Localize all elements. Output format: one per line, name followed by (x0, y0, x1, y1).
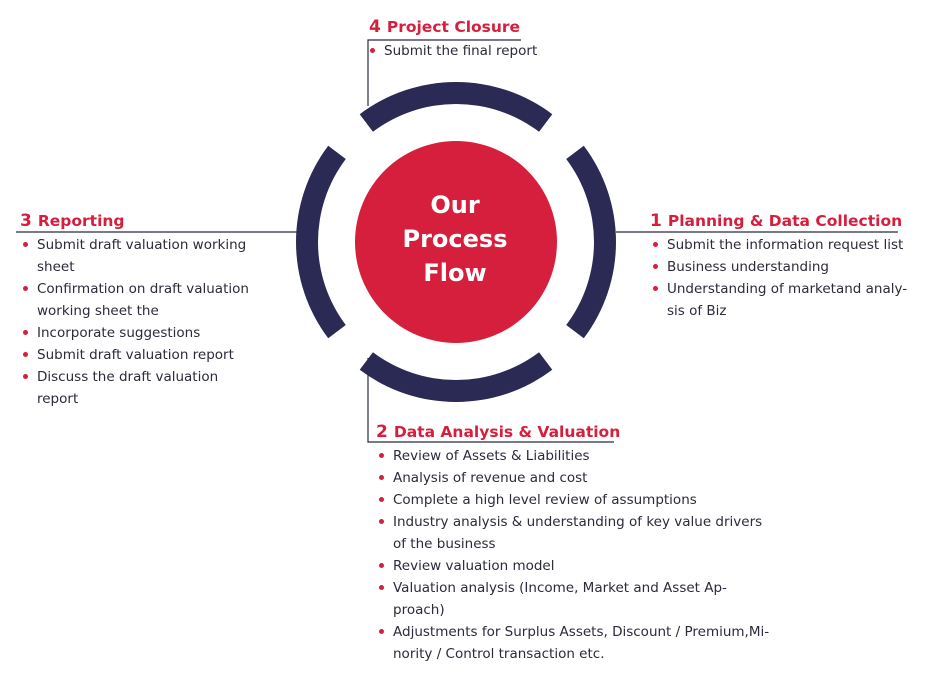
list-item: proach) (393, 602, 445, 618)
ring-segment-right (566, 145, 616, 339)
section-analysis: 2 Data Analysis & Valuation Review of Ass… (376, 422, 769, 665)
center-title-line2: Process (402, 225, 508, 253)
center-title-line1: Our (430, 191, 480, 219)
connector-analysis (367, 358, 614, 443)
list-item: Submit the final report (367, 40, 537, 62)
list-item: Business understanding (650, 256, 907, 278)
list-item: Confirmation on draft valuation (20, 278, 249, 300)
section-analysis-number: 2 (376, 422, 388, 442)
section-closure: 4 Project Closure Submit the final report (369, 17, 537, 62)
ring-segment-left (296, 145, 346, 339)
list-item: of the business (393, 536, 496, 552)
list-item: Submit draft valuation working (20, 234, 249, 256)
list-item: working sheet the (37, 303, 159, 319)
section-planning: 1 Planning & Data Collection Submit the i… (650, 211, 907, 322)
section-closure-heading: Project Closure (386, 18, 521, 36)
section-closure-list: Submit the final report (367, 40, 537, 62)
center-title-line3: Flow (423, 259, 487, 287)
section-reporting-heading: Reporting (37, 212, 125, 230)
section-closure-title: 4 Project Closure (369, 17, 537, 37)
list-item: Valuation analysis (Income, Market and A… (376, 577, 769, 599)
section-analysis-heading: Data Analysis & Valuation (393, 423, 621, 441)
section-reporting: 3 Reporting Submit draft valuation workin… (20, 211, 249, 410)
list-item: Analysis of revenue and cost (376, 467, 769, 489)
section-planning-heading: Planning & Data Collection (667, 212, 903, 230)
list-item: sheet (37, 259, 75, 275)
section-planning-number: 1 (650, 211, 662, 231)
ring-segment-top (359, 81, 553, 132)
ring-segments (296, 81, 616, 402)
list-item: Discuss the draft valuation (20, 366, 249, 388)
section-reporting-title: 3 Reporting (20, 211, 249, 231)
ring-segment-bottom (359, 352, 553, 402)
list-item: Incorporate suggestions (20, 322, 249, 344)
list-item: Review of Assets & Liabilities (376, 445, 769, 467)
list-item: Review valuation model (376, 555, 769, 577)
section-planning-title: 1 Planning & Data Collection (650, 211, 907, 231)
list-item: sis of Biz (667, 303, 727, 319)
list-item: Submit the information request list (650, 234, 907, 256)
list-item: Understanding of marketand analy- (650, 278, 907, 300)
center-title: Our Process Flow (355, 188, 555, 290)
connector-closure (367, 39, 521, 106)
section-reporting-number: 3 (20, 211, 32, 231)
section-analysis-title: 2 Data Analysis & Valuation (376, 422, 769, 442)
list-item: Industry analysis & understanding of key… (376, 511, 769, 533)
list-item: nority / Control transaction etc. (393, 646, 605, 662)
section-closure-number: 4 (369, 17, 381, 37)
center-circle (355, 141, 557, 343)
list-item: Adjustments for Surplus Assets, Discount… (376, 621, 769, 643)
list-item: Complete a high level review of assumpti… (376, 489, 769, 511)
list-item: Submit draft valuation report (20, 344, 249, 366)
list-item: report (37, 391, 79, 407)
